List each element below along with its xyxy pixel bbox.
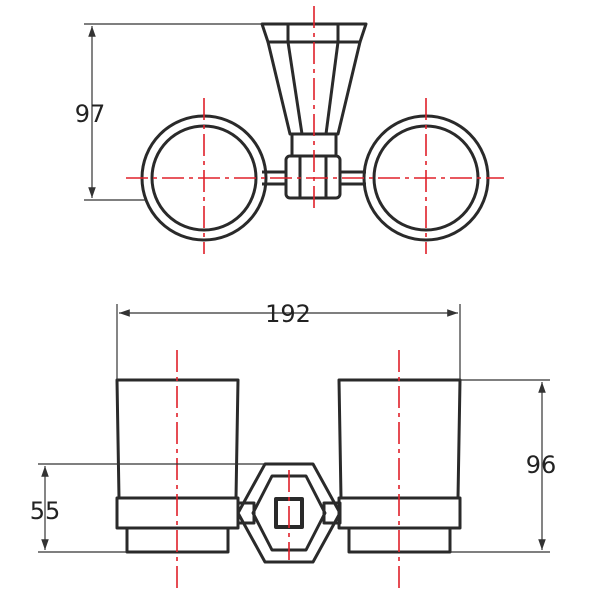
hex-hub-inner — [251, 474, 327, 552]
dimension-top-height — [84, 23, 262, 201]
front-centerlines — [176, 350, 400, 592]
central-hub — [284, 154, 342, 200]
dimension-base-height — [38, 463, 265, 553]
top-view — [140, 22, 490, 242]
dimension-label-overall-height: 96 — [526, 451, 557, 479]
arm-facet — [324, 41, 340, 135]
connecting-rod-right — [340, 170, 366, 186]
dimension-label-top-height: 97 — [75, 100, 106, 128]
dimension-overall-width — [116, 304, 461, 380]
dimension-overall-height — [450, 379, 550, 553]
dimension-label-base-height: 55 — [30, 497, 61, 525]
hex-hub-outer — [236, 462, 342, 564]
tapered-arm — [266, 40, 362, 136]
top-centerlines — [126, 6, 504, 254]
arm-facet — [286, 41, 304, 135]
dimension-label-overall-width: 192 — [265, 300, 311, 328]
